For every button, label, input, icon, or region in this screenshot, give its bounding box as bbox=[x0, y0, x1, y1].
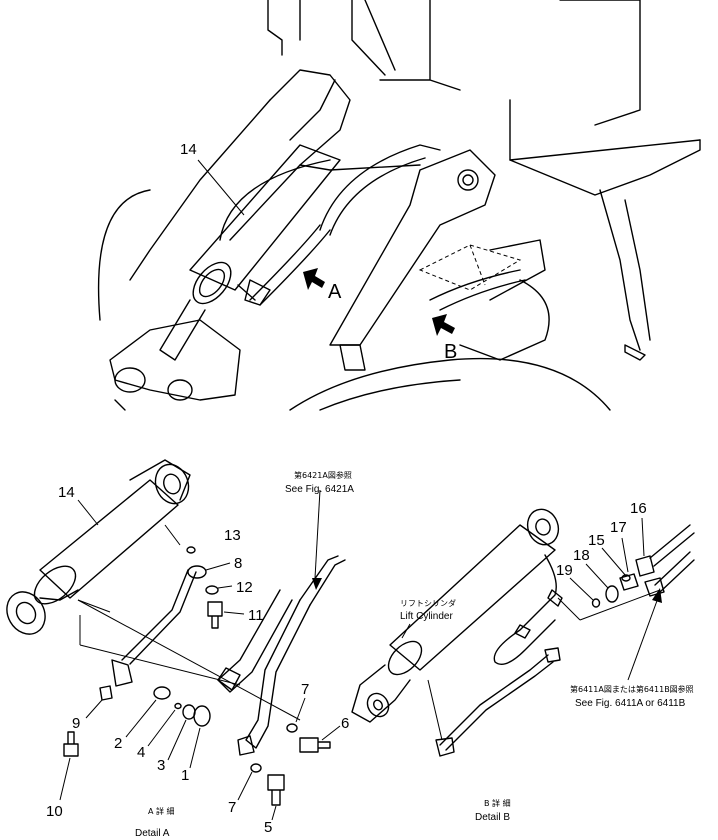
callout-13: 13 bbox=[224, 527, 241, 544]
callout-10: 10 bbox=[46, 803, 63, 820]
part-2-flange bbox=[153, 686, 171, 700]
callout-6: 6 bbox=[341, 715, 349, 732]
callout-18: 18 bbox=[573, 547, 590, 564]
ref-6411-en: See Fig. 6411A or 6411B bbox=[575, 698, 686, 709]
lift-cylinder-jp: リフトシリンダ bbox=[400, 598, 456, 608]
part-3-spacer bbox=[182, 704, 196, 720]
callout-1: 1 bbox=[181, 767, 189, 784]
callout-5: 5 bbox=[264, 819, 272, 836]
part-18-nut bbox=[605, 585, 619, 603]
callout-9: 9 bbox=[72, 715, 80, 732]
part-13-oring bbox=[186, 546, 196, 554]
callout-2: 2 bbox=[114, 735, 122, 752]
detail-a-view: 14 13 8 12 11 9 2 4 bbox=[6, 459, 354, 839]
overview-callout-14: 14 bbox=[180, 141, 197, 158]
part-15-elbow bbox=[619, 573, 639, 591]
callout-4: 4 bbox=[137, 744, 145, 761]
detail-a-caption-jp: A 詳 細 bbox=[148, 806, 175, 816]
callout-11: 11 bbox=[248, 607, 264, 624]
ref-6411-jp: 第6411A図または第6411B図参照 bbox=[570, 684, 694, 694]
arrow-b-icon bbox=[432, 314, 455, 336]
callout-14: 14 bbox=[58, 484, 75, 501]
callout-17: 17 bbox=[610, 519, 627, 536]
callout-19: 19 bbox=[556, 562, 573, 579]
callout-3: 3 bbox=[157, 757, 165, 774]
part-12-washer bbox=[205, 585, 219, 595]
arrow-b-label: B bbox=[444, 341, 457, 363]
callout-8: 8 bbox=[234, 555, 242, 572]
arrow-a-label: A bbox=[328, 281, 342, 303]
part-8-flange bbox=[187, 565, 207, 579]
detail-b-caption-en: Detail B bbox=[475, 812, 510, 823]
part-16-fitting bbox=[635, 555, 655, 577]
callout-12: 12 bbox=[236, 579, 253, 596]
detail-a-caption-en: Detail A bbox=[135, 828, 170, 839]
ref-6421a-jp: 第6421A図参照 bbox=[294, 470, 352, 480]
arrow-a-icon bbox=[303, 268, 325, 290]
callout-16: 16 bbox=[630, 500, 647, 517]
part-7-washer-upper bbox=[286, 723, 298, 733]
detail-b-view: リフトシリンダ Lift Cylinder 19 18 15 17 16 bbox=[351, 500, 695, 823]
part-17-oring bbox=[621, 574, 631, 582]
overview-view: 14 A B bbox=[97, 0, 701, 411]
callout-15: 15 bbox=[588, 532, 605, 549]
lift-cylinder-en: Lift Cylinder bbox=[400, 611, 453, 622]
part-1-flange bbox=[193, 705, 211, 727]
callout-7-upper: 7 bbox=[301, 681, 309, 698]
detail-b-caption-jp: B 詳 細 bbox=[484, 798, 511, 808]
callout-7-lower: 7 bbox=[228, 799, 236, 816]
part-7-washer-lower bbox=[250, 763, 262, 773]
part-4-oring bbox=[174, 702, 182, 710]
ref-6421a-en: See Fig. 6421A bbox=[285, 484, 354, 495]
part-19-oring bbox=[591, 598, 601, 608]
